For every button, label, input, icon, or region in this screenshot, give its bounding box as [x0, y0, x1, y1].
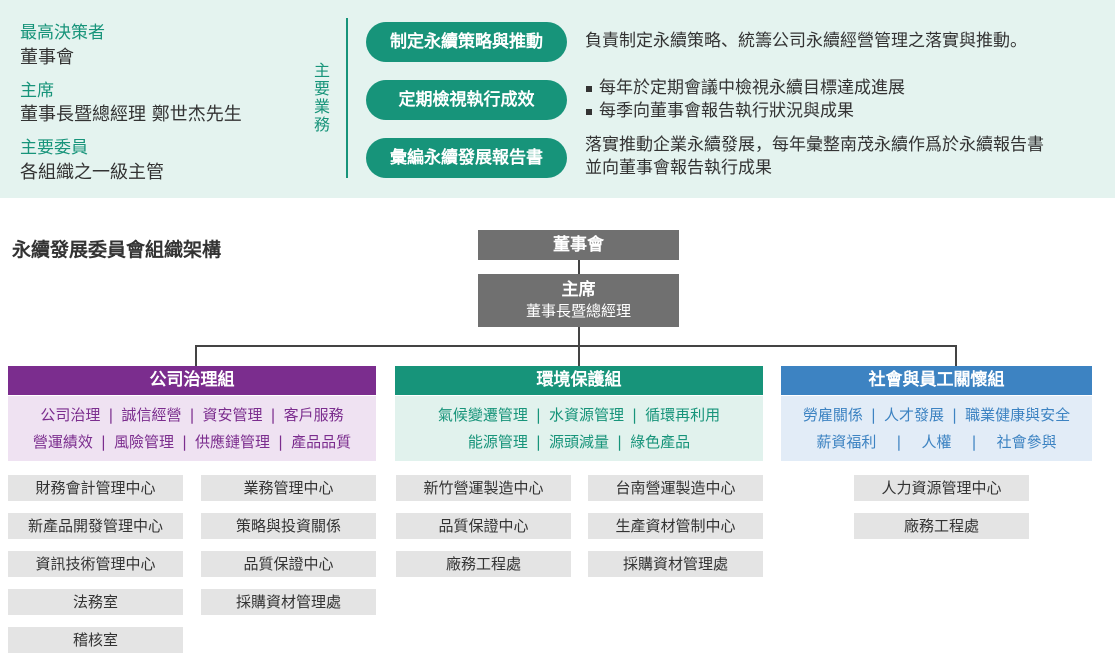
task-item: 誠信經營 [121, 406, 182, 424]
unit-box: 資訊技術管理中心 [8, 551, 183, 577]
group-tasks-governance: 公司治理 | 誠信經營 | 資安管理 | 客戶服務 營運績效 | 風險管理 | 供應鏈管理… [8, 396, 376, 461]
unit-box: 品質保證中心 [396, 513, 571, 539]
group-head-governance: 公司治理組 [8, 366, 376, 395]
task-separator: | [971, 433, 977, 451]
unit-box: 採購資材管理處 [201, 589, 376, 615]
duty-bullet-line: 每年於定期會議中檢視永續目標達成進展 [585, 77, 905, 100]
task-item: 營運績效 [32, 433, 93, 451]
task-separator: | [617, 433, 623, 451]
task-item: 循環再利用 [645, 406, 721, 424]
task-separator: | [181, 433, 188, 451]
chair-node-name: 董事長暨總經理 [525, 302, 631, 320]
duty-desc-report: 落實推動企業永續發展，每年彙整南茂永續作爲於永續報告書 並向董事會報告執行成果 [585, 134, 1044, 180]
task-item: 勞雇關係 [802, 406, 863, 424]
task-item: 公司治理 [40, 406, 101, 424]
task-row: 薪資福利 | 人權 | 社會參與 [781, 429, 1092, 456]
panel-divider [346, 18, 348, 178]
unit-box: 新產品開發管理中心 [8, 513, 183, 539]
task-item: 人權 [921, 433, 952, 451]
unit-box: 稽核室 [8, 627, 183, 653]
main-duties-heading: 主要業務 [313, 61, 330, 134]
duty-desc-strategy: 負責制定永續策略、統籌公司永續經營管理之落實與推動。 [585, 30, 1027, 53]
unit-box: 人力資源管理中心 [854, 475, 1029, 501]
decision-maker-value: 董事會 [20, 47, 74, 68]
task-item: 綠色產品 [630, 433, 691, 451]
task-row: 勞雇關係 | 人才發展 | 職業健康與安全 [781, 402, 1092, 429]
group-head-social: 社會與員工關懷組 [781, 366, 1092, 395]
task-item: 人才發展 [883, 406, 944, 424]
unit-box: 採購資材管理處 [588, 551, 763, 577]
task-row: 公司治理 | 誠信經營 | 資安管理 | 客戶服務 [8, 402, 376, 429]
task-item: 能源管理 [467, 433, 528, 451]
chair-node-title: 主席 [561, 280, 596, 300]
members-label: 主要委員 [20, 138, 88, 158]
committee-overview-panel: 最高決策者 董事會 主席 董事長暨總經理 鄭世杰先生 主要委員 各組織之一級主管… [0, 0, 1115, 198]
decision-maker-label: 最高決策者 [20, 23, 105, 43]
unit-box: 品質保證中心 [201, 551, 376, 577]
task-item: 客戶服務 [283, 406, 344, 424]
group-head-environment: 環境保護組 [395, 366, 763, 395]
group-tasks-environment: 氣候變遷管理 | 水資源管理 | 循環再利用 能源管理 | 源頭減量 | 綠色產品 [395, 396, 763, 461]
task-row: 氣候變遷管理 | 水資源管理 | 循環再利用 [395, 402, 763, 429]
task-item: 社會參與 [996, 433, 1057, 451]
task-row: 能源管理 | 源頭減量 | 綠色產品 [395, 429, 763, 456]
duty-pill-strategy: 制定永續策略與推動 [366, 22, 567, 62]
task-separator: | [108, 406, 114, 424]
group-tasks-social: 勞雇關係| 人才發展| 職業健康與安全 薪資福利| 人權| 社會參與 [781, 396, 1092, 461]
task-separator: | [952, 406, 958, 424]
connector-governance [195, 345, 197, 366]
task-item: 職業健康與安全 [965, 406, 1071, 424]
chair-value: 董事長暨總經理 鄭世杰先生 [20, 104, 242, 125]
task-separator: | [632, 406, 638, 424]
duty-desc-line: 落實推動企業永續發展，每年彙整南茂永續作爲於永續報告書 [585, 135, 1044, 155]
unit-box: 業務管理中心 [201, 475, 376, 501]
task-separator: | [535, 406, 541, 424]
task-item: 供應鏈管理 [195, 433, 271, 451]
task-item: 資安管理 [202, 406, 263, 424]
task-row: 營運績效 | 風險管理 | 供應鏈管理 | 產品品質 [8, 429, 376, 456]
task-item: 產品品質 [291, 433, 352, 451]
task-separator: | [270, 406, 276, 424]
connector-chair-bus [578, 327, 580, 346]
connector-environment [578, 345, 580, 366]
connector-board-chair [578, 260, 580, 274]
task-separator: | [100, 433, 106, 451]
unit-box: 財務會計管理中心 [8, 475, 183, 501]
task-item: 源頭減量 [548, 433, 609, 451]
unit-box: 新竹營運製造中心 [396, 475, 571, 501]
task-item: 水資源管理 [548, 406, 624, 424]
task-item: 風險管理 [113, 433, 174, 451]
org-chart-title: 永續發展委員會組織架構 [12, 239, 222, 261]
unit-box: 廠務工程處 [854, 513, 1029, 539]
chair-label: 主席 [20, 81, 54, 101]
task-separator: | [189, 406, 195, 424]
connector-social [955, 345, 957, 366]
task-item: 氣候變遷管理 [437, 406, 528, 424]
members-value: 各組織之一級主管 [20, 162, 164, 183]
task-separator: | [535, 433, 541, 451]
duty-desc-line: 並向董事會報告執行成果 [585, 158, 772, 178]
unit-box: 生產資材管制中心 [588, 513, 763, 539]
duty-pill-report: 彙編永續發展報告書 [366, 138, 567, 178]
task-separator: | [870, 406, 876, 424]
duty-pill-review: 定期檢視執行成效 [366, 80, 567, 120]
unit-box: 廠務工程處 [396, 551, 571, 577]
duty-bullet-line: 每季向董事會報告執行狀況與成果 [585, 100, 905, 123]
duty-desc-review: 每年於定期會議中檢視永續目標達成進展 每季向董事會報告執行狀況與成果 [585, 77, 905, 123]
task-separator: | [278, 433, 284, 451]
duty-desc-line: 負責制定永續策略、統籌公司永續經營管理之落實與推動。 [585, 31, 1027, 51]
chair-node: 主席 董事長暨總經理 [478, 274, 679, 327]
unit-box: 法務室 [8, 589, 183, 615]
connector-horizontal-bus [195, 345, 957, 347]
task-separator: | [896, 433, 902, 451]
unit-box: 台南營運製造中心 [588, 475, 763, 501]
task-item: 薪資福利 [816, 433, 877, 451]
unit-box: 策略與投資關係 [201, 513, 376, 539]
board-node: 董事會 [478, 230, 679, 260]
